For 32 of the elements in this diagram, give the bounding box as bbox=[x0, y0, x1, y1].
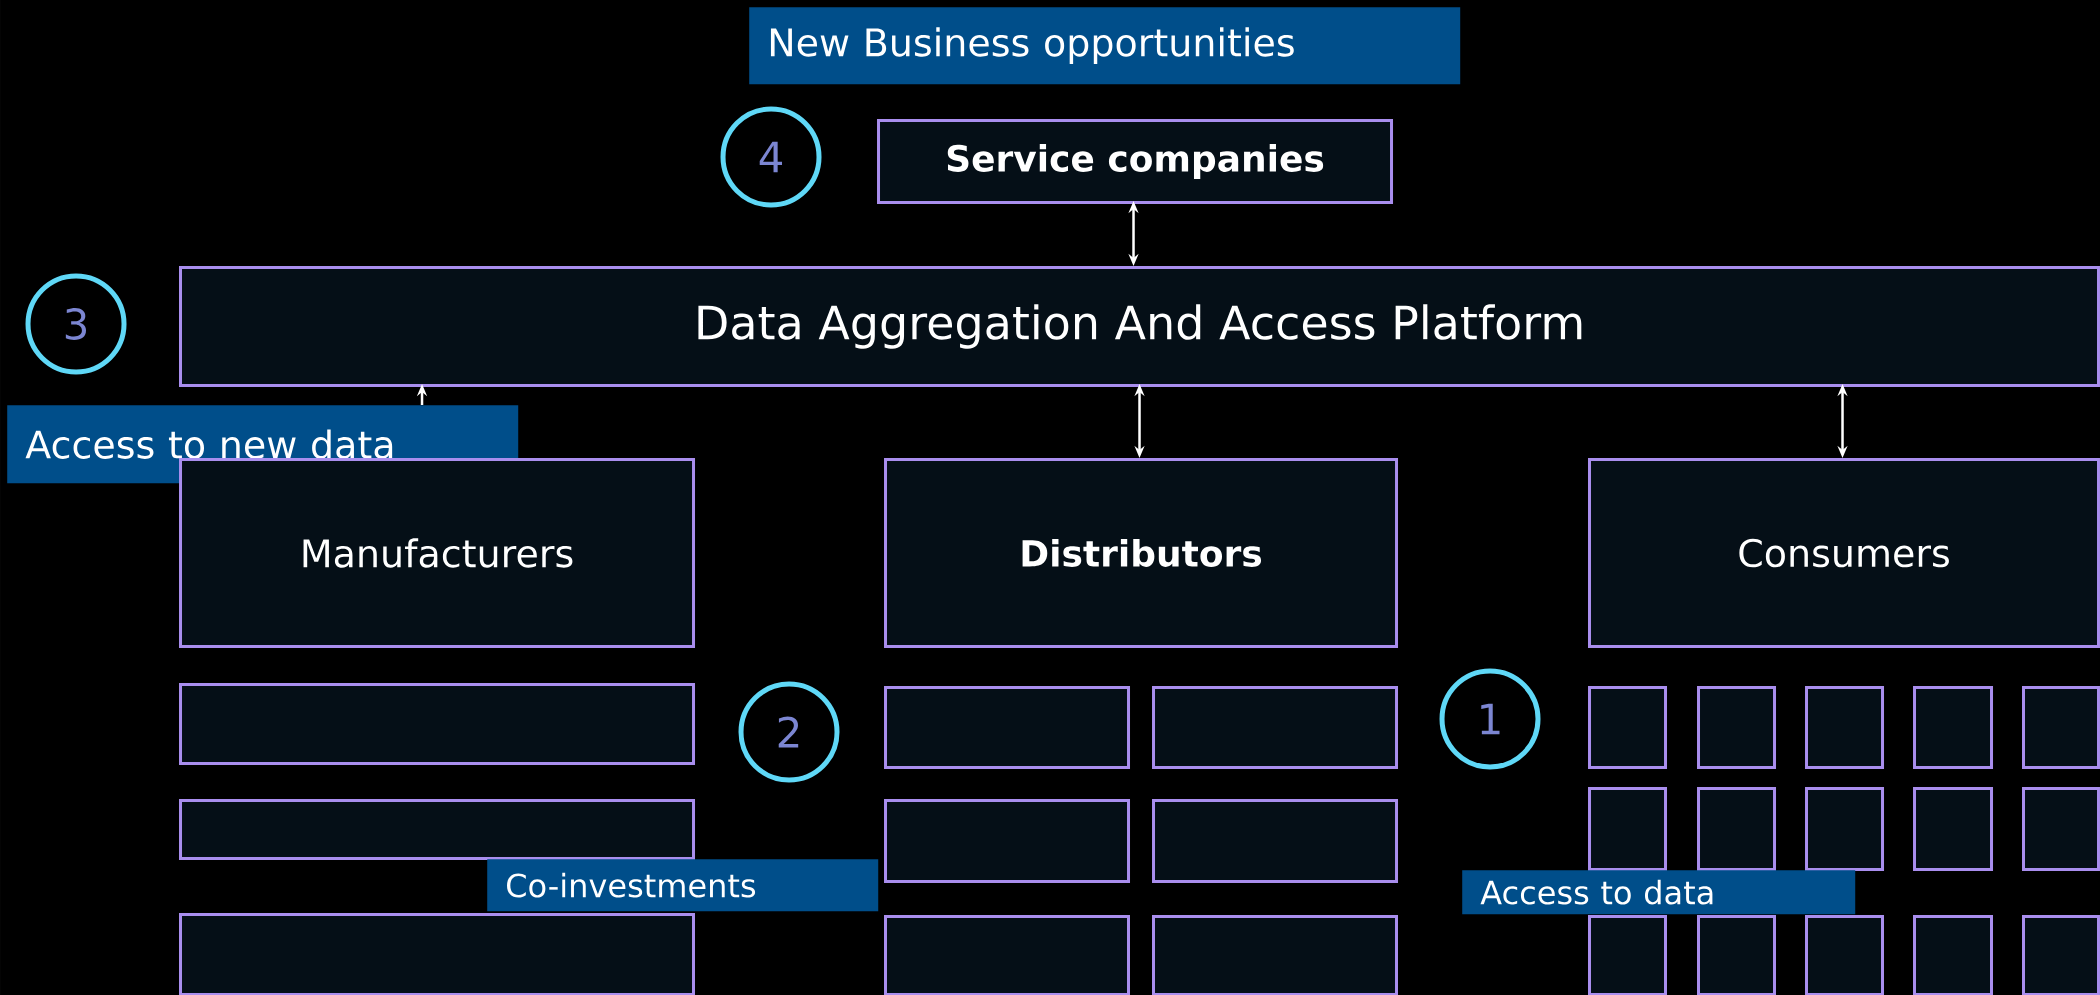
process-box: Distributors bbox=[884, 458, 1398, 648]
empty-box bbox=[884, 799, 1130, 883]
empty-box bbox=[1152, 799, 1398, 883]
empty-box bbox=[1697, 686, 1776, 769]
empty-box bbox=[1805, 787, 1884, 871]
banner-label: Access to data bbox=[1462, 870, 1856, 915]
empty-box bbox=[179, 683, 695, 765]
empty-box bbox=[1588, 915, 1667, 995]
empty-box bbox=[179, 913, 695, 995]
empty-box bbox=[1588, 787, 1667, 871]
empty-box bbox=[884, 915, 1130, 995]
banner-label: New Business opportunities bbox=[749, 7, 1461, 85]
empty-box bbox=[1152, 915, 1398, 995]
empty-box bbox=[1152, 686, 1398, 769]
banner-label: Co-investments bbox=[487, 859, 879, 912]
empty-box bbox=[2022, 915, 2100, 995]
empty-box bbox=[1913, 787, 1993, 871]
platform-bar: Data Aggregation And Access Platform bbox=[179, 266, 2100, 387]
empty-box bbox=[1913, 915, 1993, 995]
process-box: Service companies bbox=[877, 119, 1393, 204]
empty-box bbox=[1588, 686, 1667, 769]
empty-box bbox=[1913, 686, 1993, 769]
process-box: Manufacturers bbox=[179, 458, 695, 648]
empty-box bbox=[1697, 915, 1776, 995]
empty-box bbox=[884, 686, 1130, 769]
process-box: Consumers bbox=[1588, 458, 2100, 648]
empty-box bbox=[1805, 915, 1884, 995]
empty-box bbox=[2022, 686, 2100, 769]
empty-box bbox=[1697, 787, 1776, 871]
empty-box bbox=[2022, 787, 2100, 871]
empty-box bbox=[179, 799, 695, 860]
empty-box bbox=[1805, 686, 1884, 769]
